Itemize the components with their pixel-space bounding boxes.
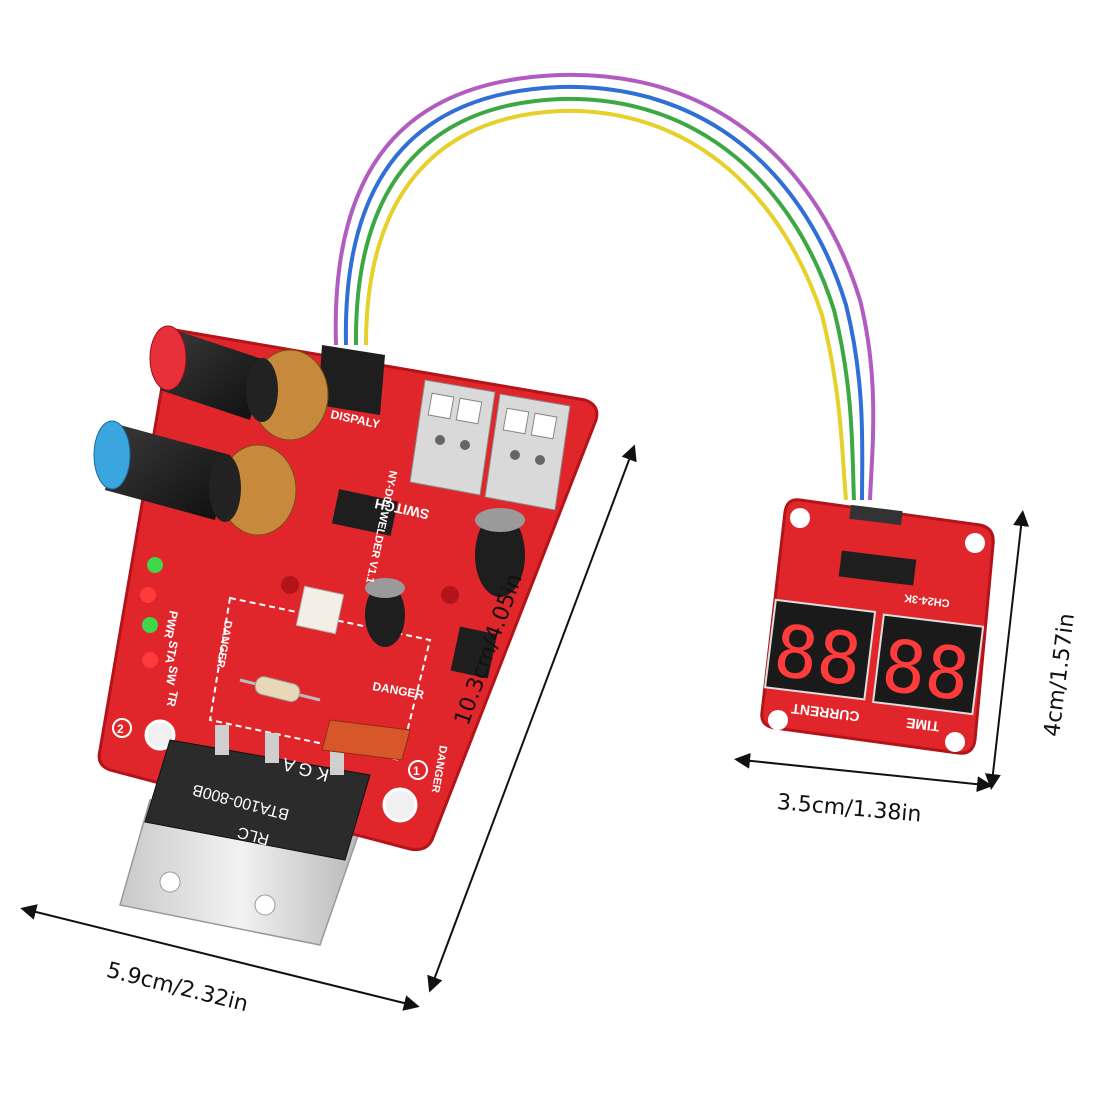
main-board: BTA100-800B RLC K G A DISPALY xyxy=(93,325,599,946)
terminal-block-right xyxy=(484,393,571,511)
display-board: CH24-3K 88 88 CURRENT TIME NY-D01 xyxy=(760,498,995,761)
resistor xyxy=(239,676,321,703)
display-digits-right: 88 xyxy=(878,623,974,717)
triac xyxy=(144,739,371,861)
main-height-arrow xyxy=(427,444,637,993)
led-label-tr: TR xyxy=(164,689,181,708)
optocoupler xyxy=(295,585,345,635)
display-height-arrow xyxy=(984,510,1030,790)
mount-hole xyxy=(382,787,418,823)
led-label-pwr: PWR xyxy=(161,609,181,640)
seven-segment-left: 88 xyxy=(763,598,877,702)
hole-label-2: 2 xyxy=(117,722,124,736)
display-part-label: CH24-3K xyxy=(903,591,950,609)
seven-segment-right: 88 xyxy=(871,613,985,717)
knob-red[interactable] xyxy=(149,325,329,441)
mount-hole xyxy=(281,576,299,594)
display-ic xyxy=(838,550,917,586)
knob-blue[interactable] xyxy=(93,420,297,536)
capacitor-small xyxy=(365,578,405,647)
mount-hole xyxy=(768,710,788,730)
led-label-sw: SW xyxy=(163,664,181,686)
mount-hole xyxy=(441,586,459,604)
display-digits-left: 88 xyxy=(770,608,866,702)
mount-hole xyxy=(144,719,176,751)
terminal-block-left xyxy=(409,379,496,496)
led-label-sta: STA xyxy=(162,639,181,665)
display-width-arrow xyxy=(734,752,993,793)
film-capacitor xyxy=(321,719,411,761)
main-width-arrow xyxy=(20,904,420,1011)
dimension-lines xyxy=(20,444,1030,1011)
hole-label-1: 1 xyxy=(413,764,420,778)
led-indicators: PWR STA SW TR xyxy=(140,557,181,708)
ic-chip xyxy=(331,489,398,536)
mount-hole xyxy=(790,508,810,528)
ribbon-cable xyxy=(333,72,876,501)
display-header: DISPALY xyxy=(318,345,385,431)
mount-hole xyxy=(945,732,965,752)
mount-hole xyxy=(965,533,985,553)
time-label: TIME xyxy=(905,715,940,735)
